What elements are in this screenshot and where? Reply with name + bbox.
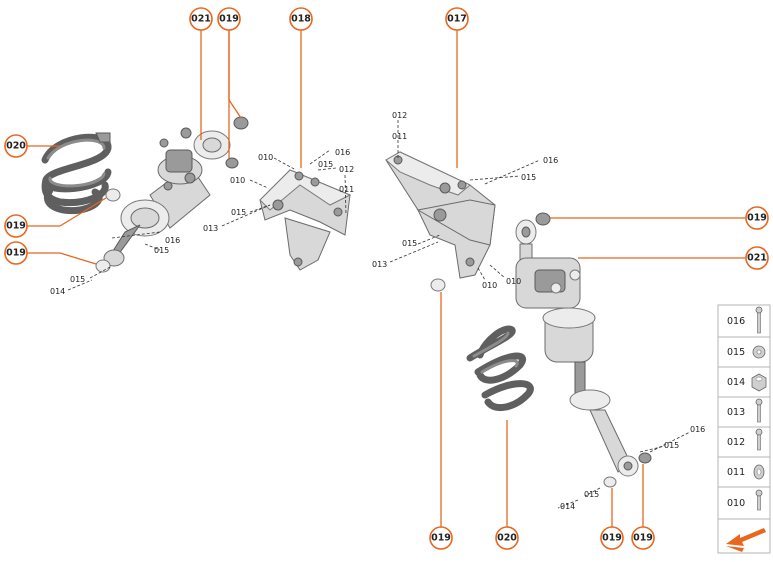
callout-label: 021: [747, 253, 767, 264]
callout-label: 020: [497, 533, 517, 544]
part-label-015: 015: [154, 246, 169, 255]
callout-label: 017: [447, 14, 467, 25]
part-label-011: 011: [392, 132, 407, 141]
callout-label: 019: [747, 213, 767, 224]
part-label-015: 015: [402, 239, 417, 248]
callout-label: 019: [431, 533, 451, 544]
hex-nut-icon: [751, 373, 767, 392]
part-label-012: 012: [339, 165, 354, 174]
nut-019-bottom-c: [638, 452, 652, 464]
legend-code: 010: [727, 498, 745, 509]
part-labels: 016 015 015 014 010 015 016 012 010 011 …: [50, 111, 705, 511]
callout-020-left: 020: [4, 134, 28, 158]
callout-018: 018: [289, 7, 313, 31]
parts-legend: 016 015 014 013 012 011: [717, 304, 771, 554]
fastener-leaders: [67, 120, 691, 509]
part-label-015: 015: [318, 160, 333, 169]
callout-019-left-a: 019: [4, 214, 28, 238]
ring-washer-icon: [753, 464, 765, 480]
part-label-012: 012: [392, 111, 407, 120]
nut-019-left-a: [105, 188, 121, 202]
callout-021-right: 021: [745, 246, 769, 270]
part-label-016: 016: [165, 236, 180, 245]
part-label-015: 015: [521, 173, 536, 182]
callout-label: 019: [6, 248, 26, 259]
legend-code: 014: [727, 377, 745, 388]
bolt-icon: [755, 398, 763, 423]
legend-code: 015: [727, 347, 745, 358]
callout-label: 019: [633, 533, 653, 544]
callout-label: 019: [219, 14, 239, 25]
legend-code: 016: [727, 316, 745, 327]
coil-spring-left: [41, 132, 112, 215]
callout-019-left-b: 019: [4, 241, 28, 265]
mount-bracket-018: [259, 169, 352, 271]
legend-row-next[interactable]: [717, 518, 771, 554]
callout-019-top: 019: [217, 7, 241, 31]
shock-absorber-right: [515, 219, 639, 477]
part-label-013: 013: [372, 260, 387, 269]
callout-label: 021: [191, 14, 211, 25]
coil-spring-right: [466, 325, 534, 412]
callout-leaders: [27, 30, 746, 527]
callout-019-bottom-c: 019: [631, 526, 655, 550]
part-label-015: 015: [584, 490, 599, 499]
part-label-015: 015: [70, 275, 85, 284]
part-label-011: 011: [339, 185, 354, 194]
part-label-014: 014: [50, 287, 65, 296]
shock-absorber-left: [103, 127, 231, 267]
callout-017: 017: [445, 7, 469, 31]
callout-label: 020: [6, 141, 26, 152]
callout-019-bottom-b: 019: [600, 526, 624, 550]
callout-label: 018: [291, 14, 311, 25]
arrow-down-left-icon[interactable]: [726, 528, 766, 552]
medium-bolt-icon: [755, 428, 763, 451]
nut-019-top-a: [233, 116, 249, 130]
part-label-014: 014: [560, 502, 575, 511]
washer-icon: [752, 345, 766, 359]
callout-019-bottom-a: 019: [429, 526, 453, 550]
part-label-015: 015: [231, 208, 246, 217]
part-label-010: 010: [482, 281, 497, 290]
short-bolt-icon: [755, 489, 763, 511]
callout-020-bottom: 020: [495, 526, 519, 550]
legend-code: 013: [727, 407, 745, 418]
callout-019-right-a: 019: [745, 206, 769, 230]
legend-code: 012: [727, 437, 745, 448]
part-label-010: 010: [506, 277, 521, 286]
part-label-015: 015: [664, 441, 679, 450]
part-label-010: 010: [258, 153, 273, 162]
nut-019-top-b: [225, 157, 239, 169]
part-label-010: 010: [230, 176, 245, 185]
part-label-016: 016: [690, 425, 705, 434]
nut-019-left-b: [95, 259, 111, 273]
callout-label: 019: [6, 221, 26, 232]
part-label-016: 016: [335, 148, 350, 157]
callout-label: 019: [602, 533, 622, 544]
legend-code: 011: [727, 467, 745, 478]
nut-019-bottom-b: [603, 476, 617, 488]
nut-019-bottom-a: [430, 278, 446, 292]
nut-019-right-a: [535, 212, 551, 226]
mount-bracket-017: [385, 151, 496, 279]
long-bolt-icon: [755, 306, 763, 334]
part-label-013: 013: [203, 224, 218, 233]
callout-021-top: 021: [189, 7, 213, 31]
part-label-016: 016: [543, 156, 558, 165]
